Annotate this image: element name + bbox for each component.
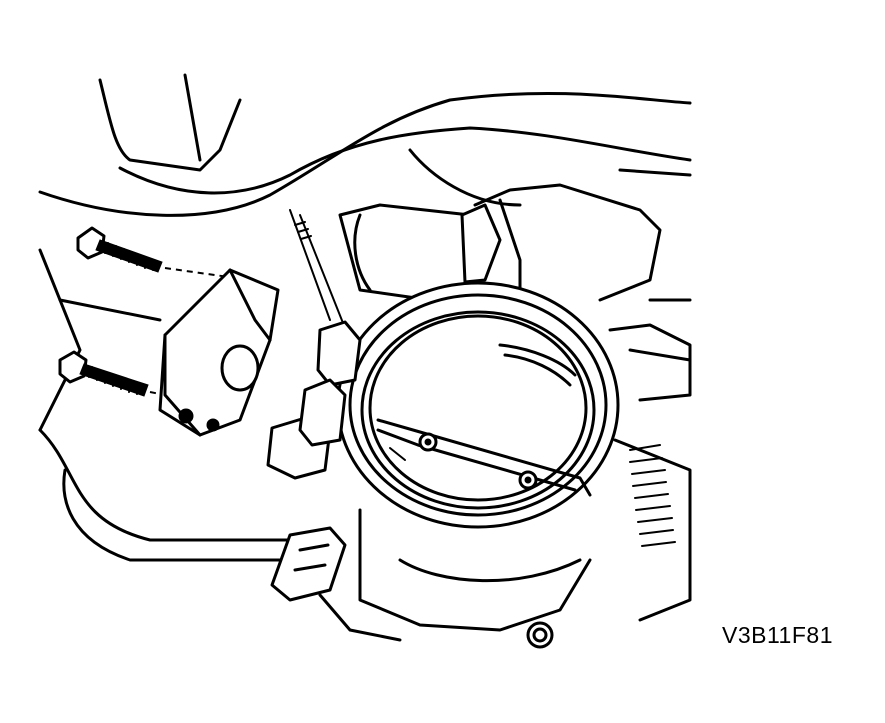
engine-background <box>38 73 692 562</box>
bolt-lower <box>58 350 149 397</box>
figure-code: V3B11F81 <box>722 622 833 648</box>
bolt-upper <box>76 226 163 273</box>
sensor-block <box>158 268 280 437</box>
throttle-body <box>266 183 692 649</box>
